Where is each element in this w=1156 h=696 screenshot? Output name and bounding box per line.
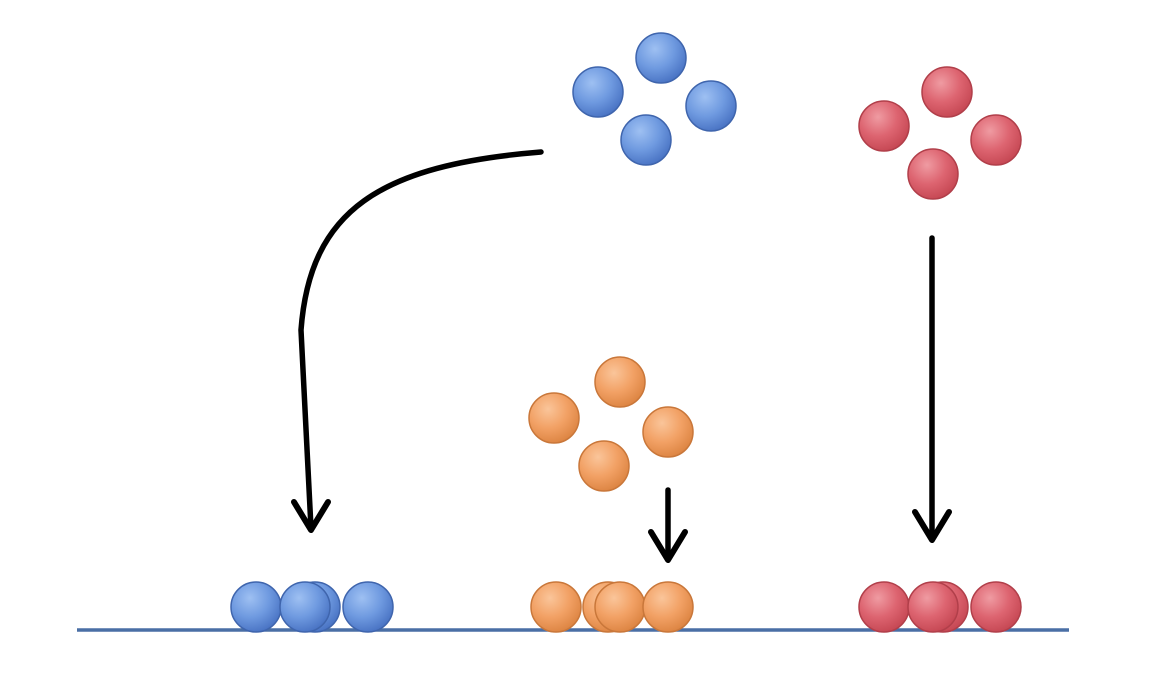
orange-free-particle-1: [594, 356, 646, 408]
straight-arrow-red-head: [912, 509, 952, 543]
curved-arrow-blue-head: [291, 499, 331, 533]
arrows-layer: [291, 149, 952, 563]
blue-surface-particle-1: [230, 581, 282, 633]
red-free-particle-3: [970, 114, 1022, 166]
red-surface-particle-1: [858, 581, 910, 633]
orange-free-particle-3: [642, 406, 694, 458]
red-surface-particle-4: [970, 581, 1022, 633]
particles-layer: [230, 32, 1022, 633]
blue-free-particle-4: [620, 114, 672, 166]
orange-free-particle-2: [528, 392, 580, 444]
red-surface-particle-3: [907, 581, 959, 633]
orange-surface-particle-4: [642, 581, 694, 633]
blue-free-particle-3: [685, 80, 737, 132]
red-free-particle-2: [858, 100, 910, 152]
orange-surface-particle-3: [594, 581, 646, 633]
red-free-particle-1: [921, 66, 973, 118]
blue-surface-particle-3: [279, 581, 331, 633]
red-free-particle-4: [907, 148, 959, 200]
blue-surface-particle-4: [342, 581, 394, 633]
orange-free-particle-4: [578, 440, 630, 492]
curved-arrow-blue: [298, 149, 544, 531]
orange-surface-particle-1: [530, 581, 582, 633]
straight-arrow-orange-head: [648, 529, 688, 563]
blue-free-particle-1: [635, 32, 687, 84]
blue-free-particle-2: [572, 66, 624, 118]
